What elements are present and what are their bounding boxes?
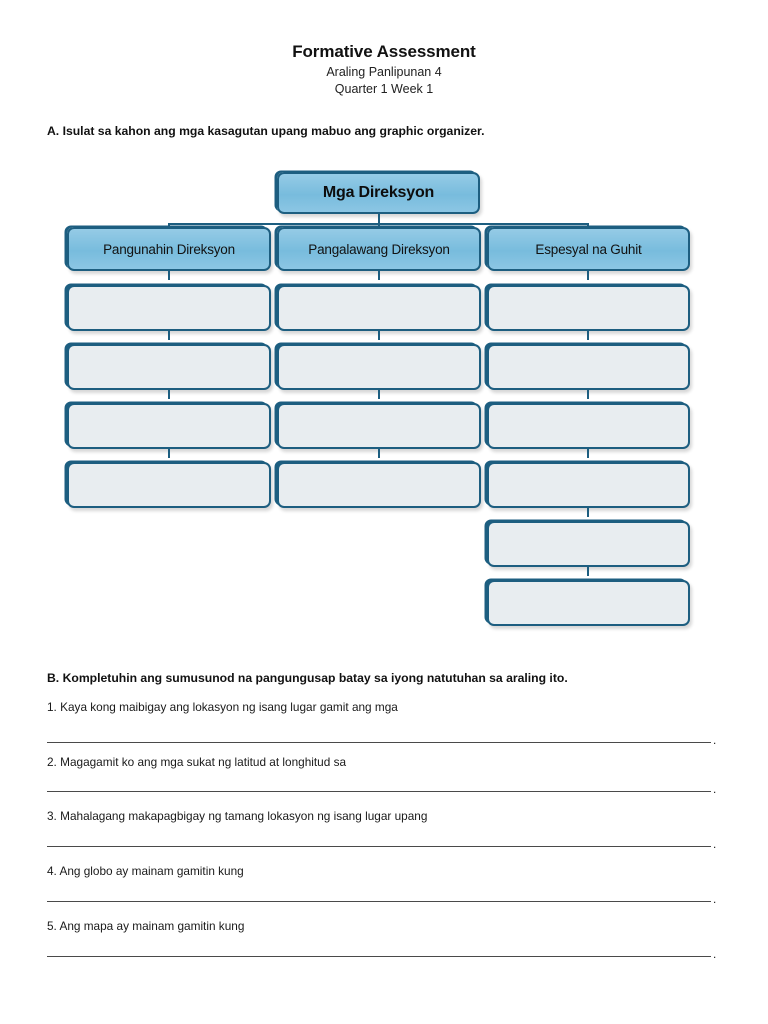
connector-col1-r1 <box>168 271 170 280</box>
answer-line-period-4: . <box>713 892 717 906</box>
connector-col2-r1 <box>378 271 380 280</box>
connector-root-stem <box>378 214 380 224</box>
section-b-heading: B. Kompletuhin ang sumusunod na pangungu… <box>47 671 568 685</box>
answer-line-3[interactable] <box>47 846 711 847</box>
connector-col2-r2 <box>378 331 380 340</box>
connector-col2-r4 <box>378 449 380 458</box>
organizer-column-header-1: Pangunahin Direksyon <box>67 227 271 271</box>
section-a-heading: A. Isulat sa kahon ang mga kasagutan upa… <box>47 124 485 138</box>
connector-col3-r1 <box>587 271 589 280</box>
question-item-4: 4. Ang globo ay mainam gamitin kung <box>47 864 244 878</box>
answer-line-5[interactable] <box>47 956 711 957</box>
graphic-organizer: Mga Direksyon Pangunahin Direksyon Panga… <box>0 165 768 645</box>
organizer-answer-box[interactable] <box>487 462 690 508</box>
answer-line-period-3: . <box>713 837 717 851</box>
organizer-answer-box[interactable] <box>67 403 271 449</box>
organizer-answer-box[interactable] <box>67 462 271 508</box>
connector-col1-r2 <box>168 331 170 340</box>
period-subtitle: Quarter 1 Week 1 <box>334 82 434 96</box>
connector-col1-r4 <box>168 449 170 458</box>
organizer-answer-box[interactable] <box>487 285 690 331</box>
page-title: Formative Assessment <box>292 42 476 61</box>
answer-line-period-2: . <box>713 782 717 796</box>
organizer-answer-box[interactable] <box>277 403 481 449</box>
connector-col3-r2 <box>587 331 589 340</box>
subject-subtitle: Araling Panlipunan 4 <box>326 65 442 79</box>
question-item-1: 1. Kaya kong maibigay ang lokasyon ng is… <box>47 700 398 714</box>
question-item-5: 5. Ang mapa ay mainam gamitin kung <box>47 919 245 933</box>
organizer-answer-box[interactable] <box>487 403 690 449</box>
organizer-answer-box[interactable] <box>67 344 271 390</box>
organizer-root-box: Mga Direksyon <box>277 172 480 214</box>
answer-line-4[interactable] <box>47 901 711 902</box>
connector-col1-r3 <box>168 390 170 399</box>
organizer-answer-box[interactable] <box>277 462 481 508</box>
organizer-column-header-2: Pangalawang Direksyon <box>277 227 481 271</box>
connector-col3-r5 <box>587 508 589 517</box>
answer-line-period-5: . <box>713 947 717 961</box>
organizer-answer-box[interactable] <box>67 285 271 331</box>
connector-col2-r3 <box>378 390 380 399</box>
organizer-column-header-3: Espesyal na Guhit <box>487 227 690 271</box>
question-item-3: 3. Mahalagang makapagbigay ng tamang lok… <box>47 809 428 823</box>
answer-line-1[interactable] <box>47 742 711 743</box>
organizer-answer-box[interactable] <box>487 580 690 626</box>
question-item-2: 2. Magagamit ko ang mga sukat ng latitud… <box>47 755 347 769</box>
organizer-answer-box[interactable] <box>277 344 481 390</box>
answer-line-period-1: . <box>713 733 717 747</box>
connector-col3-r4 <box>587 449 589 458</box>
answer-line-2[interactable] <box>47 791 711 792</box>
organizer-answer-box[interactable] <box>487 344 690 390</box>
connector-col3-r6 <box>587 567 589 576</box>
organizer-answer-box[interactable] <box>487 521 690 567</box>
organizer-answer-box[interactable] <box>277 285 481 331</box>
connector-col3-r3 <box>587 390 589 399</box>
